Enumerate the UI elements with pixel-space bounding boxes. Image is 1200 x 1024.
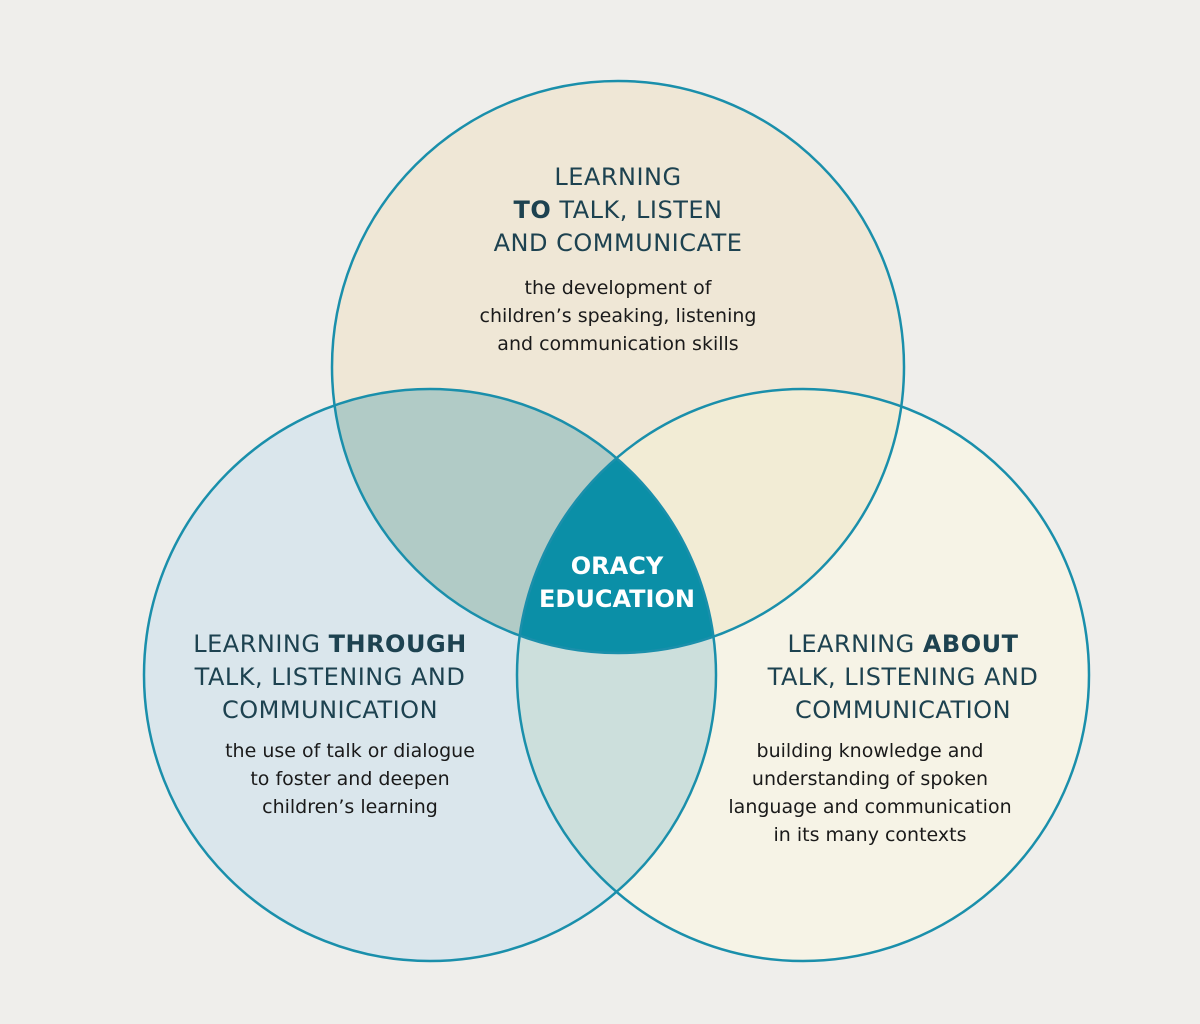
left-circle-text: LEARNING THROUGH TALK, LISTENING AND COM… — [150, 628, 510, 727]
circle-top-outline — [330, 79, 906, 655]
right-description: building knowledge and understanding of … — [700, 737, 1040, 849]
left-heading-line2: TALK, LISTENING AND — [194, 663, 466, 691]
right-circle-text: LEARNING ABOUT TALK, LISTENING AND COMMU… — [723, 628, 1083, 727]
right-heading-bold: ABOUT — [922, 630, 1019, 658]
center-label-line2: EDUCATION — [539, 585, 695, 613]
left-desc: the use of talk or dialogue to foster an… — [190, 737, 510, 821]
top-description: the development of children’s speaking, … — [418, 274, 818, 358]
right-heading-line2: TALK, LISTENING AND — [767, 663, 1039, 691]
top-desc-line2: children’s speaking, listening — [479, 305, 757, 327]
left-heading-bold: THROUGH — [328, 630, 467, 658]
left-desc-line3: children’s learning — [262, 796, 438, 818]
left-desc-line1: the use of talk or dialogue — [225, 740, 475, 762]
top-circle-text: LEARNING TO TALK, LISTEN AND COMMUNICATE… — [418, 161, 818, 358]
right-heading: LEARNING ABOUT TALK, LISTENING AND COMMU… — [723, 628, 1083, 727]
left-heading-line3: COMMUNICATION — [221, 696, 439, 724]
overlap-center — [517, 389, 716, 653]
top-desc-line3: and communication skills — [497, 333, 739, 355]
right-desc-line4: in its many contexts — [773, 824, 967, 846]
left-heading-line1-start: LEARNING — [193, 630, 329, 658]
circle-left-outline — [142, 387, 718, 963]
right-desc: building knowledge and understanding of … — [700, 737, 1040, 849]
right-desc-line2: understanding of spoken — [751, 768, 989, 790]
right-desc-line1: building knowledge and — [756, 740, 984, 762]
top-desc-line1: the development of — [524, 277, 712, 299]
top-heading-bold: TO — [513, 196, 552, 224]
center-label-line1: ORACY — [570, 552, 664, 580]
left-desc-line2: to foster and deepen — [250, 768, 450, 790]
top-heading-line3: AND COMMUNICATE — [493, 229, 743, 257]
right-heading-line1-start: LEARNING — [787, 630, 923, 658]
top-heading-line2-rest: TALK, LISTEN — [551, 196, 723, 224]
top-heading-line2: TO TALK, LISTEN — [418, 194, 818, 227]
right-desc-line3: language and communication — [728, 796, 1012, 818]
top-heading-line1: LEARNING — [554, 163, 682, 191]
left-description: the use of talk or dialogue to foster an… — [190, 737, 510, 821]
circle-right-outline — [515, 387, 1091, 963]
left-heading: LEARNING THROUGH TALK, LISTENING AND COM… — [150, 628, 510, 727]
center-label: ORACY EDUCATION — [517, 550, 717, 616]
right-heading-line1: LEARNING ABOUT — [723, 628, 1083, 661]
left-heading-line1: LEARNING THROUGH — [150, 628, 510, 661]
right-heading-line3: COMMUNICATION — [794, 696, 1012, 724]
top-heading: LEARNING TO TALK, LISTEN AND COMMUNICATE — [418, 161, 818, 260]
